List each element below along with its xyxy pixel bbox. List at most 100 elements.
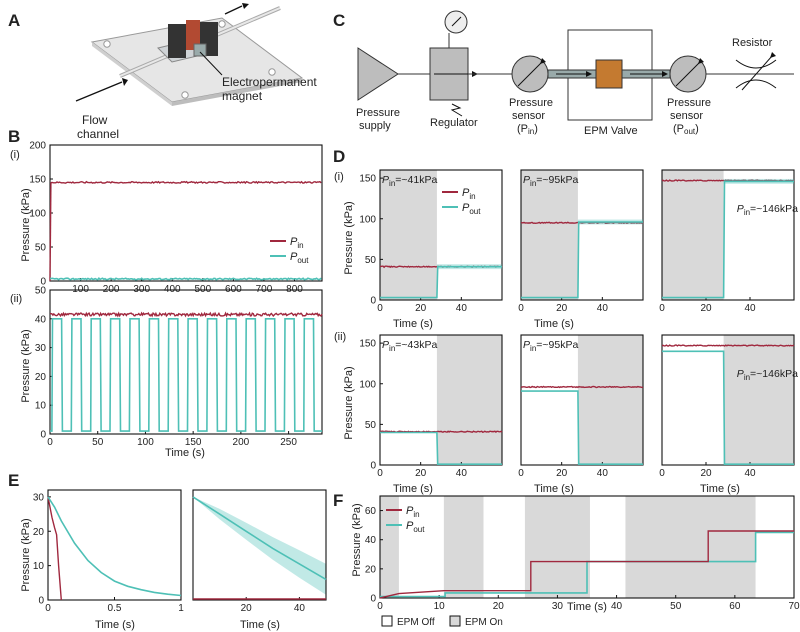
annot-value: =~95kPa	[536, 174, 578, 186]
regulator-label: Regulator	[430, 117, 478, 129]
d-ii-1-xlabel: Time (s)	[393, 483, 433, 495]
pin-series	[50, 180, 322, 185]
y-tick-label: 20	[365, 564, 377, 575]
x-tick-label: 40	[597, 468, 609, 479]
d-ii-2-xlabel: Time (s)	[534, 483, 574, 495]
b-ii-xlabel: Time (s)	[165, 447, 205, 459]
y-tick-label: 30	[33, 492, 45, 503]
x-tick-label: 10	[434, 601, 446, 612]
b-i-ylabel: Pressure (kPa)	[20, 188, 32, 261]
y-tick-label: 50	[365, 255, 377, 266]
annot-sub: in	[744, 208, 750, 217]
y-tick-label: 0	[40, 277, 46, 288]
pin-rise	[49, 182, 52, 282]
x-tick-label: 20	[415, 303, 427, 314]
x-tick-label: 250	[280, 437, 297, 448]
epm-on-shade	[524, 496, 590, 598]
pout-band	[577, 219, 643, 225]
pin-annotation: Pin=~43kPa	[382, 339, 437, 353]
b-ii-ylabel: Pressure (kPa)	[20, 329, 32, 402]
x-tick-label: 40	[294, 603, 306, 614]
pout-series	[50, 318, 322, 432]
d-ii-3-xlabel: Time (s)	[700, 483, 740, 495]
plot-frame	[379, 495, 795, 599]
plot-frame	[379, 169, 503, 301]
annot-sub: in	[744, 373, 750, 382]
pout-series	[47, 496, 182, 597]
x-tick-label: 40	[744, 303, 756, 314]
y-tick-label: 100	[359, 379, 376, 390]
y-tick-label: 30	[35, 343, 47, 354]
plot-frame	[49, 289, 323, 435]
annot-value: =~41kPa	[395, 174, 437, 186]
pin-series	[661, 179, 795, 182]
panel-label-f: F	[333, 491, 343, 510]
pin-annotation: Pin=~95kPa	[523, 339, 578, 353]
y-tick-label: 50	[365, 420, 377, 431]
epm-on-shade	[380, 170, 437, 300]
pin-annotation: Pin=~41kPa	[382, 174, 437, 188]
x-tick-label: 50	[670, 601, 682, 612]
x-tick-label: 0	[659, 468, 665, 479]
x-tick-label: 100	[137, 437, 154, 448]
x-tick-label: 20	[556, 303, 568, 314]
pin-annotation: Pin=~146kPa	[737, 203, 798, 217]
y-tick-label: 150	[359, 174, 376, 185]
f-ylabel: Pressure (kPa)	[351, 503, 363, 576]
pout-series	[521, 390, 643, 465]
x-tick-label: 20	[415, 468, 427, 479]
legend-pout-label: Pout	[406, 520, 425, 534]
device-illustration	[75, 3, 304, 106]
x-tick-label: 1	[178, 603, 184, 614]
annot-value: =~146kPa	[750, 368, 798, 380]
pout-series	[49, 277, 322, 281]
panel-label-c: C	[333, 11, 345, 30]
e-2-xlabel: Time (s)	[240, 619, 280, 631]
chart-d-i-3: 0 20 40 Pin=~146kPa	[659, 169, 798, 314]
pout-series	[662, 180, 794, 299]
x-tick-label: 30	[552, 601, 564, 612]
y-tick-label: 0	[40, 430, 46, 441]
x-tick-label: 0.5	[108, 603, 122, 614]
annot-sub: in	[530, 344, 536, 353]
d-ii-ylabel: Pressure (kPa)	[343, 366, 355, 439]
sub-label-d-ii: (ii)	[334, 331, 346, 343]
legend-pin-sub: in	[413, 510, 419, 519]
y-tick-label: 60	[365, 506, 377, 517]
x-tick-label: 20	[700, 303, 712, 314]
annot-p: P	[523, 174, 530, 186]
sub-label-d-i: (i)	[334, 171, 344, 183]
pout-series	[662, 350, 794, 465]
x-tick-label: 0	[377, 303, 383, 314]
x-tick-label: 40	[456, 468, 468, 479]
annot-p: P	[523, 339, 530, 351]
legend-pin-sub: in	[469, 192, 475, 201]
plot-frame	[47, 489, 182, 601]
pin-series	[379, 430, 503, 434]
x-tick-label: 0	[659, 303, 665, 314]
x-tick-label: 20	[556, 468, 568, 479]
y-tick-label: 0	[370, 461, 376, 472]
epm-off-swatch	[381, 615, 393, 627]
pin-series	[379, 530, 794, 599]
pout-series	[380, 431, 502, 465]
plot-frame	[192, 489, 327, 601]
y-tick-label: 40	[365, 535, 377, 546]
x-tick-label: 0	[45, 603, 51, 614]
x-tick-label: 200	[233, 437, 250, 448]
x-tick-label: 40	[456, 303, 468, 314]
pin-annotation: Pin=~95kPa	[523, 174, 578, 188]
epm-off-label: EPM Off	[397, 617, 435, 628]
annot-value: =~95kPa	[536, 339, 578, 351]
e-ylabel: Pressure (kPa)	[20, 518, 32, 591]
y-tick-label: 50	[35, 286, 47, 297]
sub-label-b-i: (i)	[10, 149, 20, 161]
d-i-ylabel: Pressure (kPa)	[343, 201, 355, 274]
y-tick-label: 100	[359, 214, 376, 225]
